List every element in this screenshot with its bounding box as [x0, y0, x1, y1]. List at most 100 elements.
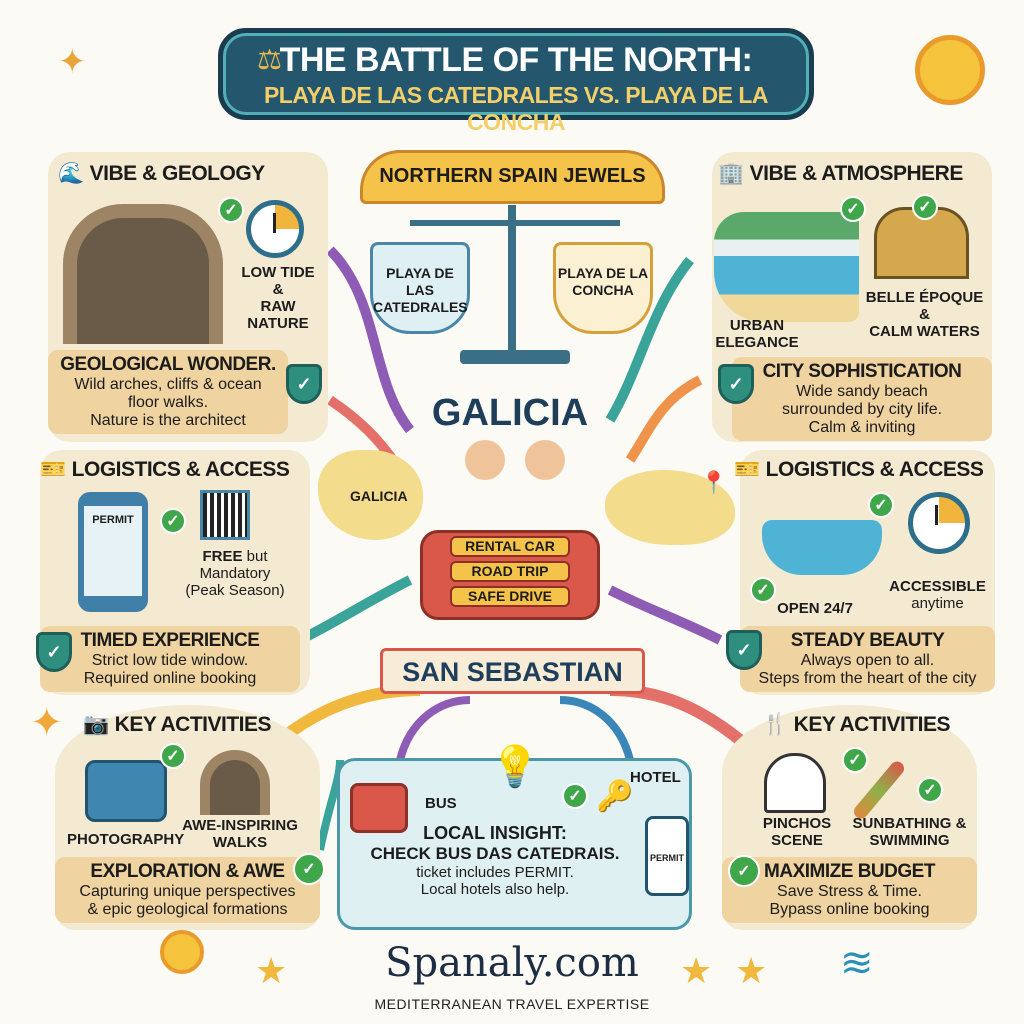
lightbulb-icon: 💡: [490, 745, 540, 789]
check-icon: ✓: [160, 743, 186, 769]
ribbon-text: Always open to all.: [800, 652, 935, 669]
title-line2: PLAYA DE LAS CATEDRALES VS. PLAYA DE LA …: [263, 82, 769, 135]
label-line: LOW TIDE: [241, 264, 315, 281]
ribbon-title: GEOLOGICAL WONDER.: [60, 354, 276, 375]
key-icon: 🔑: [596, 780, 634, 813]
accessible-label: ACCESSIBLE anytime: [880, 578, 995, 612]
bus-label: BUS: [425, 795, 457, 812]
ribbon-text: Steps from the heart of the city: [758, 670, 977, 687]
region-san-sebastian: SAN SEBASTIAN: [380, 648, 645, 694]
panel-header: LOGISTICS & ACCESS: [71, 458, 290, 481]
car-label: SAFE DRIVE: [450, 586, 570, 607]
summary-ribbon: MAXIMIZE BUDGET Save Stress & Time. Bypa…: [722, 857, 977, 923]
phone-permit-label: PERMIT: [84, 506, 142, 596]
ribbon-text: Strict low tide window.: [91, 652, 249, 669]
panel-header: KEY ACTIVITIES: [793, 713, 951, 736]
map-basque: [605, 470, 735, 545]
qr-code-icon: [200, 490, 250, 540]
insight-line: Local hotels also help.: [420, 881, 570, 898]
shield-check-icon: ✓: [36, 632, 72, 672]
local-insight-box: BUS 💡 ✓ 🔑 HOTEL PERMIT LOCAL INSIGHT: CH…: [337, 745, 692, 930]
check-icon: ✓: [912, 194, 938, 220]
label-line: &: [272, 281, 284, 298]
insight-line: ticket includes PERMIT.: [416, 864, 574, 881]
hotel-label: HOTEL: [630, 769, 681, 786]
star-icon: ★: [735, 950, 768, 991]
ticket-icon: 🎫: [40, 458, 66, 481]
open-24-7-label: OPEN 24/7: [777, 600, 853, 617]
panel-concha-logistics: 🎫LOGISTICS & ACCESS ✓ ✓ OPEN 24/7 ACCESS…: [726, 450, 995, 695]
ribbon-title: STEADY BEAUTY: [790, 630, 945, 651]
insight-title: LOCAL INSIGHT:: [423, 823, 567, 843]
fork-knife-icon: 🍴: [762, 713, 788, 736]
ribbon-text: Wild arches, cliffs & ocean: [74, 376, 262, 393]
traveler-avatar: [525, 440, 565, 480]
ribbon-text: Nature is the architect: [90, 412, 246, 429]
panel-catedrales-activities: 📷KEY ACTIVITIES ✓ PHOTOGRAPHY AWE-INSPIR…: [55, 705, 325, 930]
arch-illustration: [63, 204, 223, 344]
car-label: ROAD TRIP: [450, 561, 570, 582]
car-plates: RENTAL CAR ROAD TRIP SAFE DRIVE: [450, 536, 570, 607]
bus-icon: [350, 783, 408, 833]
star-icon: ★: [680, 950, 713, 991]
ribbon-text: Required online booking: [83, 670, 257, 687]
label-line: NATURE: [247, 315, 309, 332]
northern-spain-jewels-banner: NORTHERN SPAIN JEWELS: [360, 150, 665, 204]
wave-icon: ≋: [840, 941, 874, 985]
ribbon-text: Wide sandy beach: [796, 383, 928, 400]
check-icon: ✓: [218, 197, 244, 223]
clock-icon: [908, 492, 970, 554]
shield-concha: PLAYA DE LA CONCHA: [553, 242, 653, 334]
chef-hat-icon: [764, 753, 826, 813]
check-icon: ✓: [842, 747, 868, 773]
shield-check-icon: ✓: [726, 630, 762, 670]
label-line: (Peak Season): [185, 582, 285, 599]
phone-permit-icon: PERMIT: [645, 816, 689, 896]
map-galicia: GALICIA: [318, 450, 423, 540]
star-icon: ★: [255, 950, 288, 991]
panel-header: VIBE & ATMOSPHERE: [749, 162, 964, 185]
label-bold: FREE: [202, 548, 243, 565]
shield-check-icon: ✓: [286, 364, 322, 404]
check-icon: ✓: [868, 492, 894, 518]
sparkle-icon: ✦: [58, 43, 87, 81]
panel-header: KEY ACTIVITIES: [114, 713, 272, 736]
label-line: &: [919, 306, 930, 323]
summary-ribbon: TIMED EXPERIENCE Strict low tide window.…: [40, 626, 300, 692]
insight-text: LOCAL INSIGHT: CHECK BUS DAS CATEDRAIS. …: [350, 823, 640, 898]
activity-label: PHOTOGRAPHY: [67, 831, 185, 848]
check-icon: ✓: [562, 783, 588, 809]
car-label: RENTAL CAR: [450, 536, 570, 557]
shield-check-icon: ✓: [718, 364, 754, 404]
panel-catedrales-logistics: 🎫LOGISTICS & ACCESS PERMIT ✓ FREE but Ma…: [36, 450, 310, 695]
map-galicia-label: GALICIA: [350, 488, 408, 504]
ribbon-text: Save Stress & Time.: [777, 883, 922, 900]
scale-base: [460, 350, 570, 364]
map-pin-icon: 📍: [700, 470, 728, 495]
label-line: RAW: [260, 298, 296, 315]
sparkle-icon: ✦: [30, 701, 64, 745]
summary-ribbon: GEOLOGICAL WONDER. Wild arches, cliffs &…: [48, 350, 288, 434]
activity-label: PINCHOS SCENE: [762, 815, 832, 849]
check-icon: ✓: [917, 777, 943, 803]
scale-beam: [410, 220, 620, 226]
wave-icon: 🌊: [58, 162, 84, 185]
label-line: Mandatory: [199, 565, 271, 582]
panel-concha-activities: 🍴KEY ACTIVITIES ✓ ✓ PINCHOS SCENE SUNBAT…: [722, 705, 977, 930]
label-line: anytime: [911, 595, 964, 612]
ribbon-title: MAXIMIZE BUDGET: [764, 861, 935, 882]
summary-ribbon: STEADY BEAUTY Always open to all. Steps …: [740, 626, 995, 692]
permit-label: FREE but Mandatory (Peak Season): [175, 548, 295, 599]
phone-permit-icon: PERMIT: [78, 492, 148, 612]
traveler-avatar: [465, 440, 505, 480]
camera-icon: 📷: [83, 713, 109, 736]
label-line: URBAN: [729, 317, 785, 334]
scale-icon: ⚖: [257, 44, 283, 75]
shield-catedrales: PLAYA DE LAS CATEDRALES: [370, 242, 470, 334]
region-galicia: GALICIA: [431, 392, 589, 434]
